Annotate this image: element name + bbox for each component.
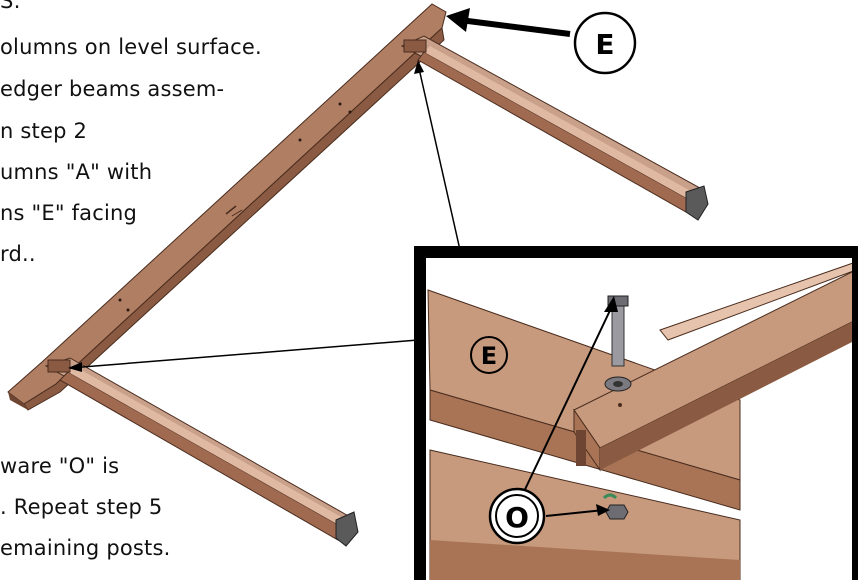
callout-label: O (505, 501, 529, 534)
upper-crossbeam (400, 35, 709, 221)
bolt-head (607, 295, 629, 307)
instruction-line: . Repeat step 5 (0, 495, 163, 519)
nut (605, 504, 629, 520)
pointer-arrowhead (68, 362, 82, 372)
instruction-line: umns "A" with (0, 160, 153, 184)
pointer-arrowhead (414, 60, 424, 74)
instruction-line: emaining posts. (0, 536, 171, 560)
instruction-line: ware "O" is (0, 454, 120, 478)
callout-e-main: E (446, 8, 637, 75)
detail-pointer-line (69, 339, 419, 369)
callout-label: E (481, 342, 497, 370)
instruction-line: S: (0, 0, 21, 13)
bolt-shaft (611, 303, 625, 367)
instruction-line: olumns on level surface. (0, 35, 262, 59)
detail-pointer-line (417, 63, 461, 251)
callout-o-detail: O (488, 296, 618, 545)
detail-inset (414, 246, 858, 580)
instruction-line: rd.. (0, 242, 36, 266)
instruction-line: edger beams assem- (0, 77, 225, 101)
long-ledger-beam (7, 3, 447, 411)
instruction-line: n step 2 (0, 119, 88, 143)
instruction-line: ns "E" facing (0, 201, 138, 225)
callout-label: E (595, 28, 614, 61)
lower-crossbeam (44, 357, 359, 547)
callout-e-detail: E (470, 336, 508, 374)
